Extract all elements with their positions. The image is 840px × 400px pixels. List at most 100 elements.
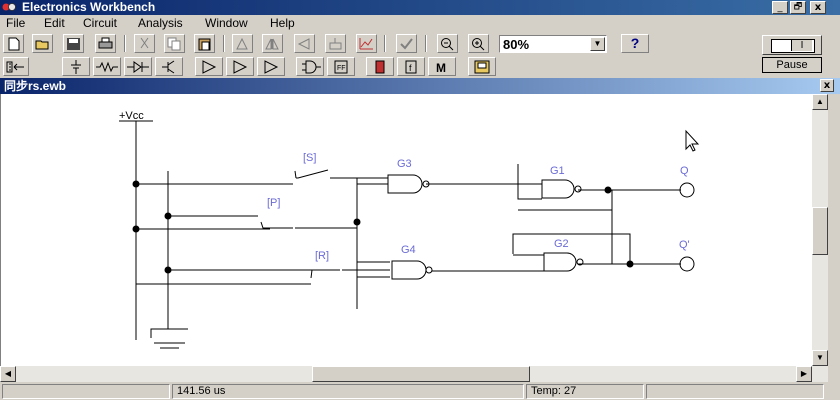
- power-switch-label: I: [791, 40, 812, 51]
- scroll-right-icon[interactable]: ▶: [796, 366, 812, 382]
- flip-horizontal-button[interactable]: [262, 34, 283, 53]
- sources-bin-button[interactable]: [62, 57, 90, 76]
- open-button[interactable]: [32, 34, 53, 53]
- transistor-icon: [162, 60, 175, 74]
- digital-ics-bin-button[interactable]: [257, 57, 285, 76]
- horizontal-scroll-thumb[interactable]: [312, 366, 530, 382]
- parts-bin-toggle-button[interactable]: [3, 57, 29, 76]
- gate-label-g4: G4: [401, 244, 416, 256]
- disk-icon: [67, 38, 80, 50]
- digital-bin-button[interactable]: FF: [327, 57, 355, 76]
- menu-analysis[interactable]: Analysis: [138, 16, 183, 30]
- flip-horizontal-icon: [265, 38, 279, 50]
- rotate-button[interactable]: [232, 34, 253, 53]
- title-bar: Electronics Workbench _ 🗗 x: [0, 0, 840, 15]
- power-switch[interactable]: I: [762, 35, 822, 55]
- output-label-q: Q: [680, 165, 689, 177]
- zoom-graph-button[interactable]: [356, 34, 377, 53]
- status-temperature: Temp: 27: [526, 384, 644, 399]
- component-properties-button[interactable]: [325, 34, 346, 53]
- chevron-down-icon[interactable]: ▼: [590, 37, 605, 51]
- circuit-canvas[interactable]: +Vcc [S] [P] [R] G3 G4 G1 G2 Q Q': [0, 94, 812, 366]
- document-close-icon[interactable]: x: [820, 79, 834, 92]
- horizontal-scrollbar[interactable]: ◀ ▶: [0, 366, 828, 382]
- printer-icon: [98, 37, 113, 49]
- parts-toolbar: FF f M: [0, 56, 760, 78]
- instruments-bin-button[interactable]: [468, 57, 496, 76]
- clipboard-icon: [198, 38, 211, 51]
- flipflop-icon: FF: [334, 60, 348, 74]
- schematic: +Vcc [S] [P] [R] G3 G4 G1 G2 Q Q': [119, 110, 700, 349]
- new-file-button[interactable]: [3, 34, 24, 53]
- transistors-bin-button[interactable]: [155, 57, 183, 76]
- vcc-label: +Vcc: [119, 110, 144, 122]
- menu-help[interactable]: Help: [270, 16, 295, 30]
- close-button[interactable]: x: [810, 1, 826, 14]
- svg-text:M: M: [436, 61, 446, 74]
- zoom-in-button[interactable]: [468, 34, 489, 53]
- mixed-ics-bin-button[interactable]: [226, 57, 254, 76]
- menu-edit[interactable]: Edit: [44, 16, 65, 30]
- paste-button[interactable]: [194, 34, 215, 53]
- print-button[interactable]: [95, 34, 116, 53]
- and-gate-icon: [302, 60, 321, 74]
- menu-circuit[interactable]: Circuit: [83, 16, 118, 30]
- cut-button[interactable]: [134, 34, 155, 53]
- controls-bin-button[interactable]: f: [397, 57, 425, 76]
- indicators-bin-button[interactable]: [366, 57, 394, 76]
- rotate-icon: [236, 37, 248, 50]
- pause-button[interactable]: Pause: [762, 57, 822, 73]
- zoom-in-icon: [472, 38, 485, 51]
- misc-icon: M: [436, 61, 446, 74]
- digital-ic-icon: [264, 60, 279, 74]
- save-button[interactable]: [63, 34, 84, 53]
- restore-button[interactable]: 🗗: [790, 1, 806, 14]
- scroll-left-icon[interactable]: ◀: [0, 366, 16, 382]
- folder-icon: [35, 40, 49, 50]
- flip-vertical-icon: [297, 38, 310, 50]
- status-bar: 141.56 us Temp: 27: [0, 383, 840, 400]
- analog-ics-bin-button[interactable]: [195, 57, 223, 76]
- flip-vertical-button[interactable]: [294, 34, 315, 53]
- output-label-q-bar: Q': [679, 239, 690, 251]
- graph-icon: [359, 38, 373, 50]
- zoom-select[interactable]: 80% ▼: [499, 35, 607, 53]
- status-time: 141.56 us: [172, 384, 524, 399]
- diode-icon: [127, 61, 149, 73]
- checkmark-icon: [400, 38, 413, 50]
- diodes-bin-button[interactable]: [124, 57, 152, 76]
- zoom-value: 80%: [503, 37, 530, 52]
- resistor-icon: [96, 61, 118, 73]
- status-panel-extra: [646, 384, 824, 399]
- switch-label-p: [P]: [267, 197, 280, 209]
- scroll-up-icon[interactable]: ▲: [812, 94, 828, 110]
- logic-gates-bin-button[interactable]: [296, 57, 324, 76]
- zoom-out-icon: [441, 38, 454, 51]
- menu-window[interactable]: Window: [205, 16, 248, 30]
- indicator-icon: [375, 60, 385, 74]
- new-file-icon: [8, 37, 20, 51]
- document-title: 同步rs.ewb: [4, 79, 67, 93]
- basic-bin-button[interactable]: [93, 57, 121, 76]
- gate-label-g3: G3: [397, 158, 412, 170]
- battery-icon: [71, 60, 81, 74]
- vertical-scroll-thumb[interactable]: [812, 207, 828, 255]
- opamp-icon: [202, 60, 217, 74]
- miscellaneous-bin-button[interactable]: M: [428, 57, 456, 76]
- document-title-bar: 同步rs.ewb x: [0, 78, 840, 94]
- vertical-scrollbar[interactable]: ▲ ▼: [812, 94, 828, 366]
- scissors-icon: [140, 37, 149, 49]
- minimize-button[interactable]: _: [772, 1, 788, 14]
- copy-icon: [167, 37, 181, 51]
- status-panel-empty: [2, 384, 170, 399]
- subcircuit-button[interactable]: [396, 34, 417, 53]
- switch-label-r: [R]: [315, 250, 329, 262]
- zoom-out-button[interactable]: [437, 34, 458, 53]
- app-title: Electronics Workbench: [22, 0, 156, 14]
- copy-button[interactable]: [164, 34, 185, 53]
- help-button[interactable]: ?: [621, 34, 649, 53]
- scroll-down-icon[interactable]: ▼: [812, 350, 828, 366]
- svg-text:f: f: [409, 63, 412, 73]
- menu-file[interactable]: File: [6, 16, 26, 30]
- component-properties-icon: [329, 38, 342, 50]
